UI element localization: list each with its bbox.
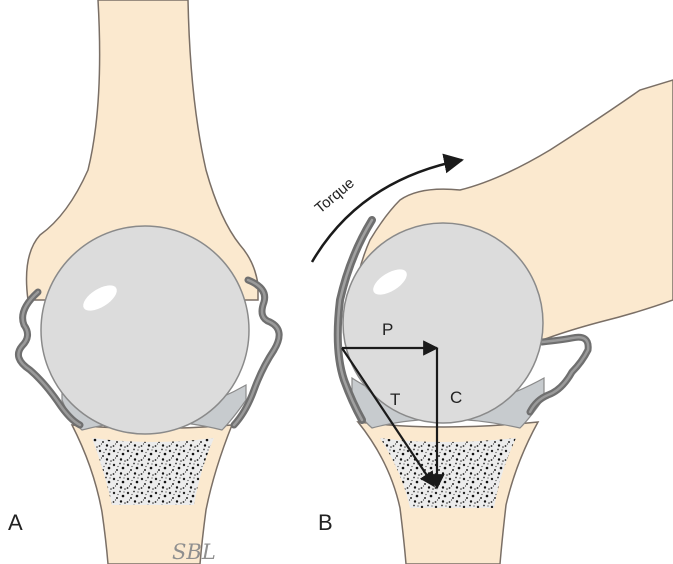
vector-c-label: C bbox=[450, 388, 462, 407]
torque-label: Torque bbox=[312, 175, 358, 218]
vector-t-label: T bbox=[390, 390, 400, 409]
panel-a: A bbox=[8, 0, 279, 564]
panel-b: Torque P C T B bbox=[312, 80, 673, 564]
cancellous-bone-a bbox=[92, 438, 214, 505]
panel-a-label: A bbox=[8, 510, 23, 535]
artist-signature: SBL bbox=[172, 540, 216, 564]
vector-p-label: P bbox=[382, 320, 393, 339]
joint-head-a bbox=[41, 226, 249, 434]
panel-b-label: B bbox=[318, 510, 333, 535]
